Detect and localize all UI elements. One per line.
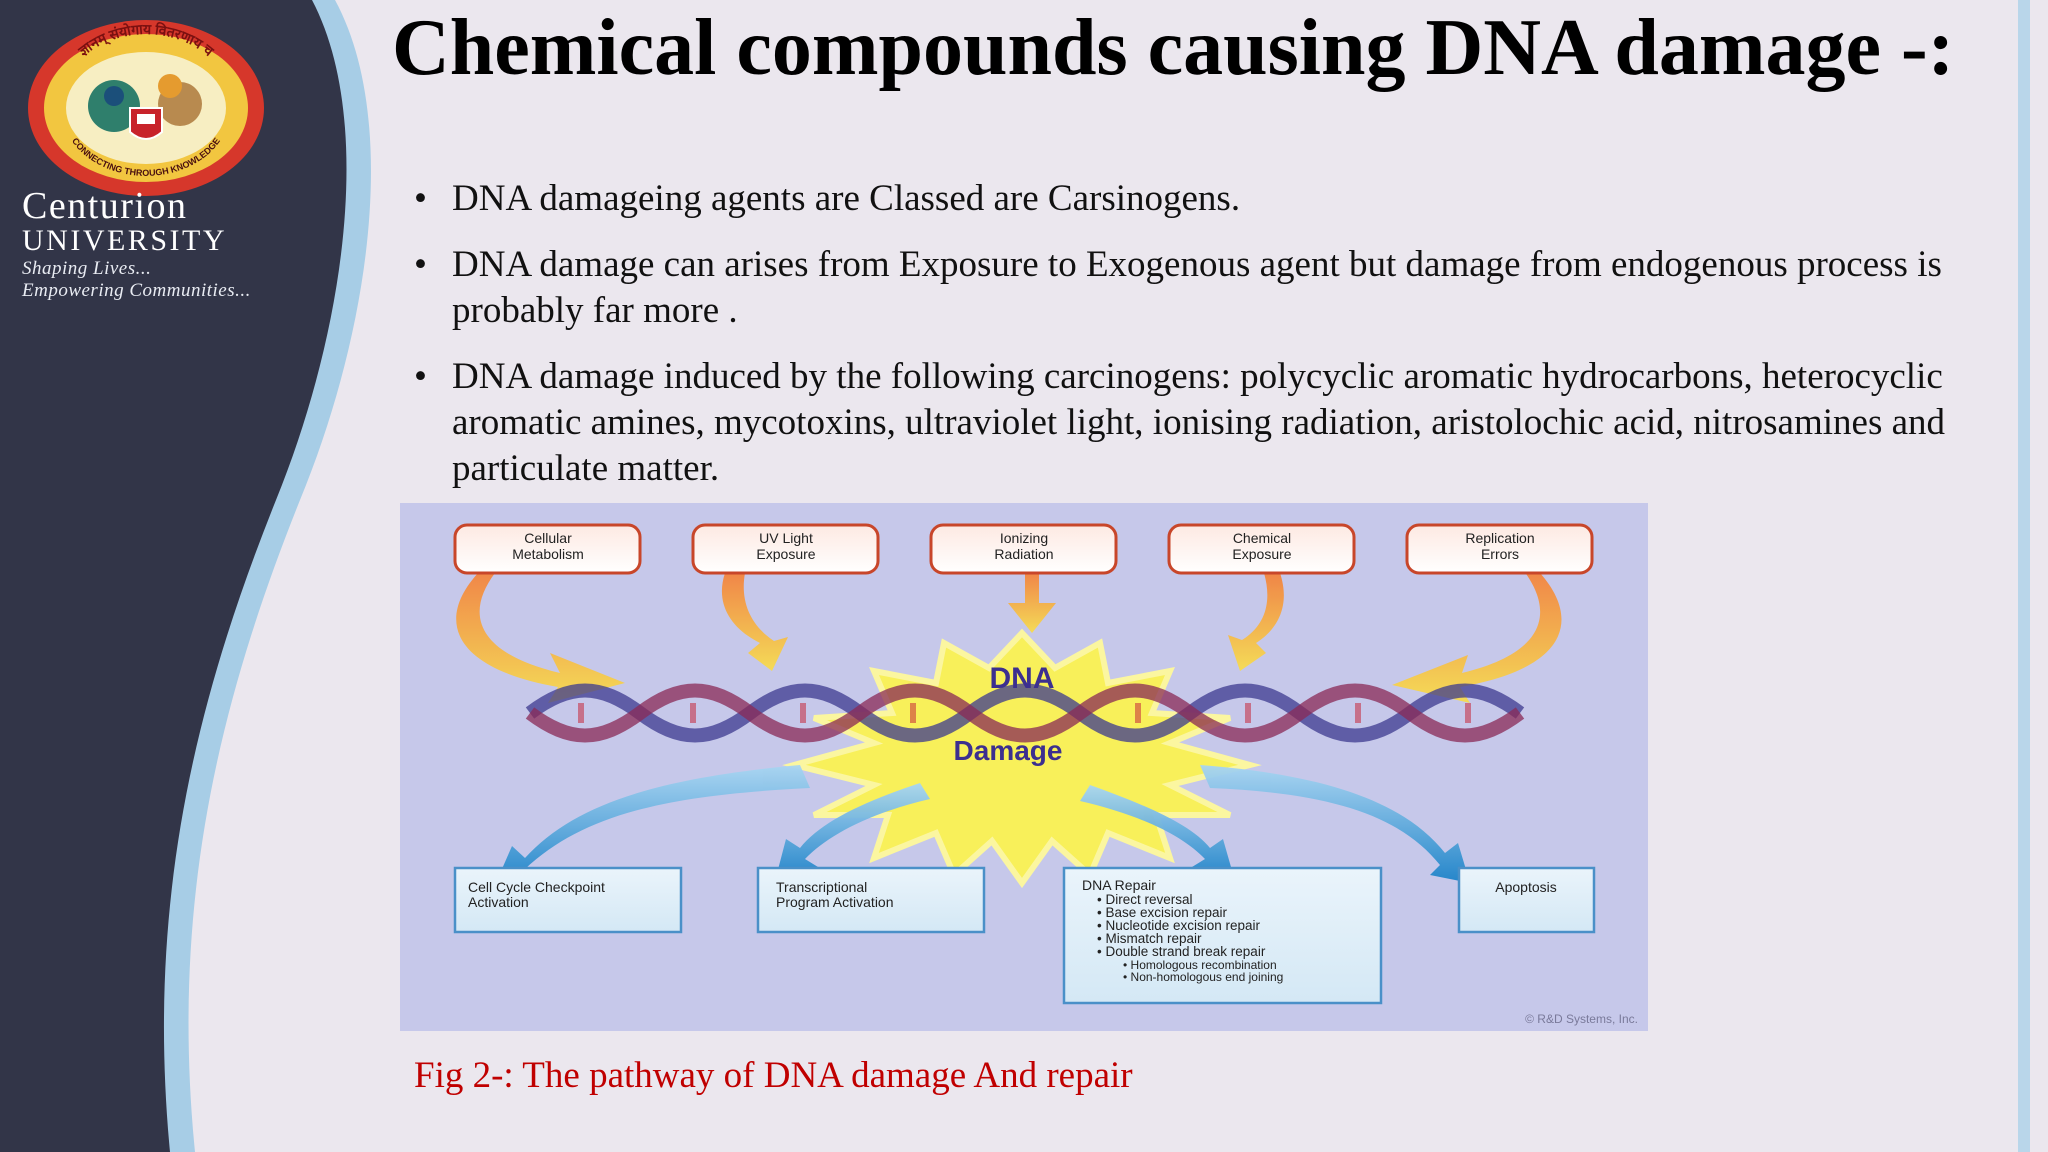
source-label: Ionizing [1000, 530, 1048, 546]
source-box-1: Cellular Metabolism [453, 523, 642, 575]
brand-name: Centurion [22, 185, 188, 227]
tagline-2: Empowering Communities... [22, 280, 251, 301]
source-label: Chemical [1233, 530, 1291, 546]
bullet-item: DNA damageing agents are Classed are Car… [412, 176, 2032, 222]
outcome-box-checkpoint: Cell Cycle Checkpoint Activation [453, 866, 683, 934]
repair-title: DNA Repair [1082, 877, 1156, 893]
outcome-label: Activation [468, 894, 529, 910]
source-to-damage-arrows [456, 571, 1562, 703]
source-box-2: UV Light Exposure [691, 523, 880, 575]
copyright-text: © R&D Systems, Inc. [1525, 1012, 1638, 1026]
damage-label: Damage [954, 735, 1063, 766]
outcome-label: Apoptosis [1495, 879, 1556, 895]
source-label: Errors [1481, 546, 1519, 562]
bullet-list: DNA damageing agents are Classed are Car… [412, 176, 2032, 512]
slide-right-edge [2018, 0, 2030, 1152]
source-label: Metabolism [512, 546, 584, 562]
source-label: Exposure [1232, 546, 1291, 562]
repair-item: • Direct reversal [1097, 892, 1193, 907]
slide-title: Chemical compounds causing DNA damage -: [392, 4, 1955, 92]
source-box-3: Ionizing Radiation [929, 523, 1118, 575]
bullet-item: DNA damage can arises from Exposure to E… [412, 242, 2032, 334]
repair-item: • Base excision repair [1097, 905, 1228, 920]
outcome-box-dna-repair: DNA Repair • Direct reversal • Base exci… [1062, 866, 1383, 1005]
outcome-label: Transcriptional [776, 879, 867, 895]
dna-label: DNA [990, 662, 1055, 695]
repair-item: • Mismatch repair [1097, 931, 1202, 946]
source-label: UV Light [759, 530, 813, 546]
dna-damage-pathway-figure: DNA Damage Cellular Metabolism UV Light … [400, 503, 1648, 1031]
repair-item: • Double strand break repair [1097, 944, 1266, 959]
outcome-label: Program Activation [776, 894, 894, 910]
source-box-5: Replication Errors [1405, 523, 1594, 575]
dna-helix [525, 683, 1525, 743]
repair-item: • Nucleotide excision repair [1097, 918, 1261, 933]
bullet-item: DNA damage induced by the following carc… [412, 354, 2032, 492]
tagline-1: Shaping Lives... [22, 258, 152, 279]
outcome-label: Cell Cycle Checkpoint [468, 879, 605, 895]
source-label: Exposure [756, 546, 815, 562]
source-box-4: Chemical Exposure [1167, 523, 1356, 575]
source-label: Replication [1465, 530, 1534, 546]
figure-caption: Fig 2-: The pathway of DNA damage And re… [414, 1055, 1133, 1096]
outcome-box-transcription: Transcriptional Program Activation [756, 866, 986, 934]
source-label: Radiation [994, 546, 1053, 562]
repair-subitem: • Homologous recombination [1123, 958, 1277, 972]
brand-subtitle: UNIVERSITY [22, 224, 227, 257]
repair-subitem: • Non-homologous end joining [1123, 970, 1283, 984]
source-label: Cellular [524, 530, 572, 546]
sidebar-background [0, 0, 371, 1152]
university-logo: ज्ञानम् संयोगाय वितरणाय च CONNECTING THR… [28, 20, 264, 196]
outcome-box-apoptosis: Apoptosis [1457, 866, 1596, 934]
